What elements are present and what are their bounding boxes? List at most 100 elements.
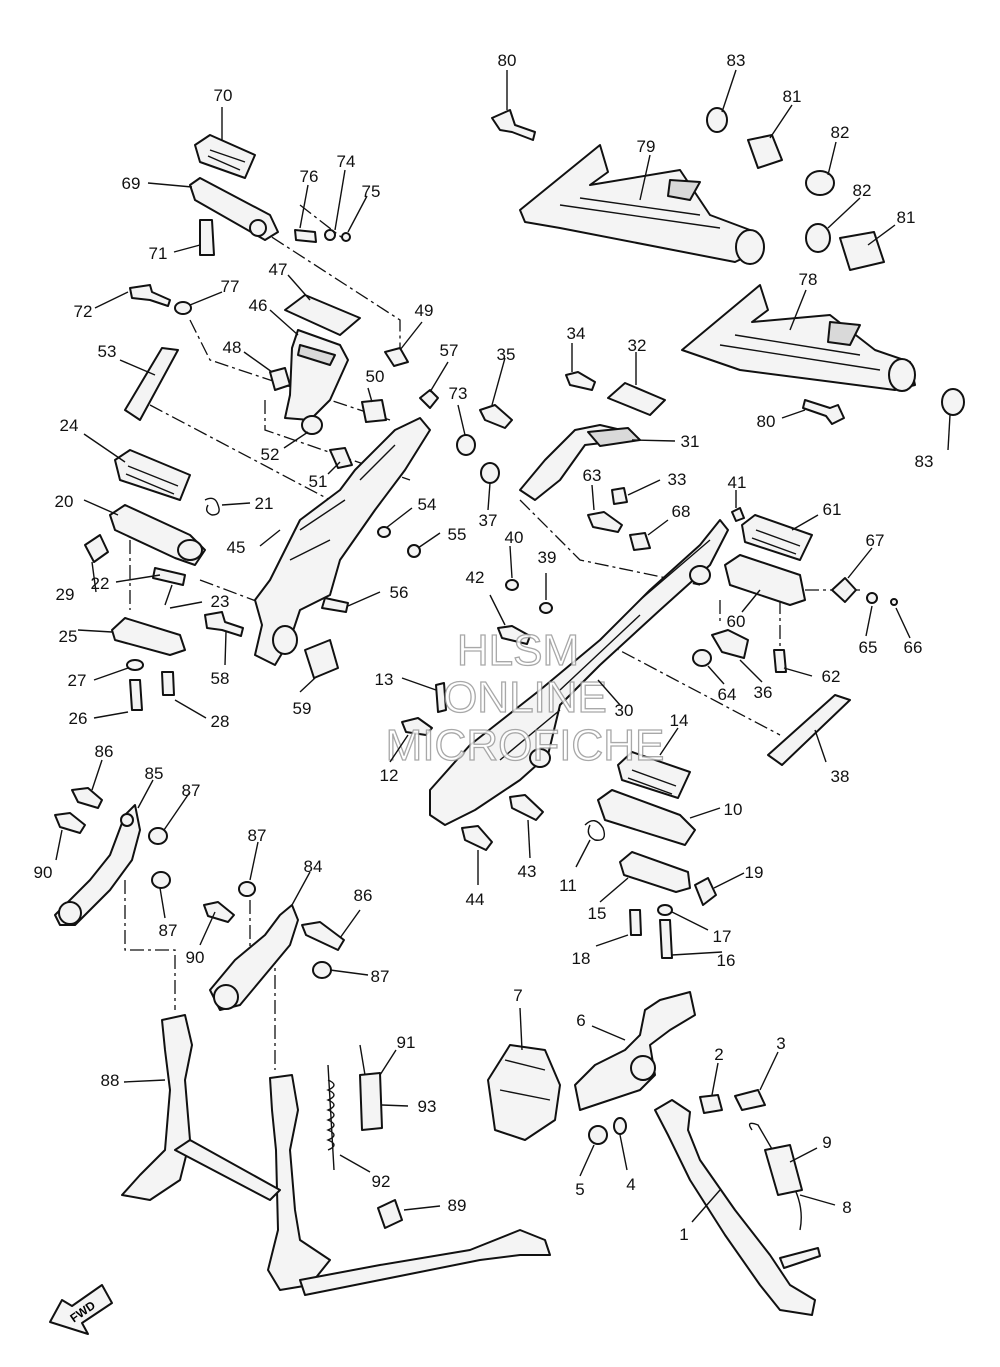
part-passenger-footrest-right (584, 514, 898, 959)
callout-80: 80 (498, 51, 517, 70)
callout-20: 20 (55, 492, 74, 511)
callout-3: 3 (776, 1034, 785, 1053)
callout-81: 81 (897, 208, 916, 227)
callout-8: 8 (842, 1198, 851, 1217)
callout-33: 33 (668, 470, 687, 489)
part-side-stand (487, 991, 821, 1316)
callout-36: 36 (754, 683, 773, 702)
callout-81: 81 (783, 87, 802, 106)
callout-91: 91 (397, 1033, 416, 1052)
callout-92: 92 (372, 1172, 391, 1191)
part-rear-footrest-brackets (491, 107, 965, 425)
callout-58: 58 (211, 669, 230, 688)
callout-34: 34 (567, 324, 586, 343)
callout-16: 16 (717, 951, 736, 970)
watermark-line-2: ONLINE (443, 673, 607, 722)
callout-10: 10 (724, 800, 743, 819)
callout-73: 73 (449, 384, 468, 403)
callout-47: 47 (269, 260, 288, 279)
callout-37: 37 (479, 511, 498, 530)
callout-24: 24 (60, 416, 79, 435)
callout-51: 51 (309, 472, 328, 491)
callout-64: 64 (718, 685, 737, 704)
callout-79: 79 (637, 137, 656, 156)
callout-66: 66 (904, 638, 923, 657)
callout-75: 75 (362, 182, 381, 201)
callout-38: 38 (831, 767, 850, 786)
callout-82: 82 (853, 181, 872, 200)
callout-57: 57 (440, 341, 459, 360)
callout-2: 2 (714, 1045, 723, 1064)
callout-32: 32 (628, 336, 647, 355)
callout-labels: 80 83 81 82 79 82 81 78 83 80 70 69 76 7… (34, 51, 934, 1244)
callout-67: 67 (866, 531, 885, 550)
callout-14: 14 (670, 711, 689, 730)
callout-17: 17 (713, 927, 732, 946)
callout-29: 29 (56, 585, 75, 604)
callout-87: 87 (182, 781, 201, 800)
callout-87: 87 (248, 826, 267, 845)
callout-39: 39 (538, 548, 557, 567)
callout-19: 19 (745, 863, 764, 882)
callout-80: 80 (757, 412, 776, 431)
callout-82: 82 (831, 123, 850, 142)
callout-62: 62 (822, 667, 841, 686)
callout-6: 6 (576, 1011, 585, 1030)
callout-15: 15 (588, 904, 607, 923)
callout-86: 86 (354, 886, 373, 905)
callout-12: 12 (380, 766, 399, 785)
callout-40: 40 (505, 528, 524, 547)
callout-72: 72 (74, 302, 93, 321)
callout-7: 7 (513, 986, 522, 1005)
callout-89: 89 (448, 1196, 467, 1215)
callout-54: 54 (418, 495, 437, 514)
callout-30: 30 (615, 701, 634, 720)
callout-43: 43 (518, 862, 537, 881)
callout-88: 88 (101, 1071, 120, 1090)
callout-52: 52 (261, 445, 280, 464)
callout-21: 21 (255, 494, 274, 513)
callout-60: 60 (727, 612, 746, 631)
callout-74: 74 (337, 152, 356, 171)
callout-71: 71 (149, 244, 168, 263)
callout-48: 48 (223, 338, 242, 357)
part-left-step-bracket (204, 417, 431, 679)
callout-90: 90 (34, 863, 53, 882)
callout-42: 42 (466, 568, 485, 587)
callout-87: 87 (371, 967, 390, 986)
callout-5: 5 (575, 1180, 584, 1199)
callout-53: 53 (98, 342, 117, 361)
callout-87: 87 (159, 921, 178, 940)
callout-59: 59 (293, 699, 312, 718)
callout-83: 83 (915, 452, 934, 471)
callout-23: 23 (211, 592, 230, 611)
callout-90: 90 (186, 948, 205, 967)
callout-61: 61 (823, 500, 842, 519)
callout-44: 44 (466, 890, 485, 909)
callout-13: 13 (375, 670, 394, 689)
callout-83: 83 (727, 51, 746, 70)
callout-86: 86 (95, 742, 114, 761)
callout-1: 1 (679, 1225, 688, 1244)
callout-69: 69 (122, 174, 141, 193)
callout-50: 50 (366, 367, 385, 386)
callout-76: 76 (300, 167, 319, 186)
assembly-lines (124, 204, 860, 1070)
callout-11: 11 (559, 876, 577, 895)
callout-41: 41 (728, 473, 747, 492)
part-center-stand-brackets (54, 787, 345, 1011)
callout-31: 31 (681, 432, 700, 451)
watermark-line-3: MICROFICHE (386, 721, 665, 770)
callout-49: 49 (415, 301, 434, 320)
callout-leaders (55, 69, 951, 1223)
part-rider-footrest-right (84, 449, 220, 711)
callout-85: 85 (145, 764, 164, 783)
callout-65: 65 (859, 638, 878, 657)
callout-84: 84 (304, 857, 323, 876)
callout-25: 25 (59, 627, 78, 646)
part-passenger-step-center (401, 371, 851, 851)
callout-46: 46 (249, 296, 268, 315)
watermark-line-1: HLSM (457, 626, 579, 675)
